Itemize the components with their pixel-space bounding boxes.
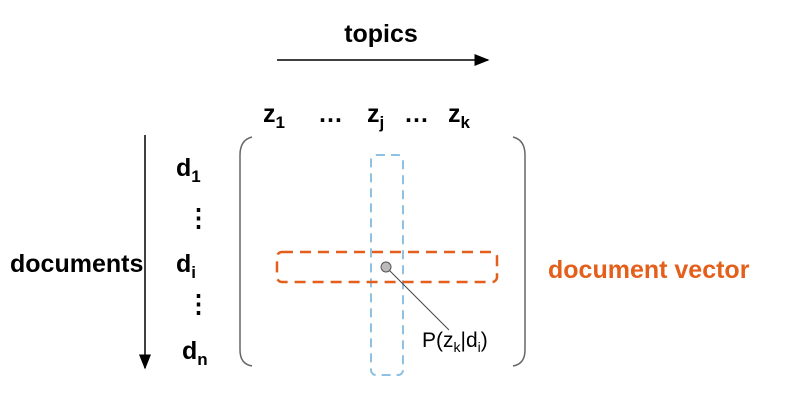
svg-text:…: … bbox=[318, 100, 343, 128]
right-bracket bbox=[512, 136, 526, 367]
svg-text:d1: d1 bbox=[176, 154, 201, 186]
matrix-entry-dot bbox=[380, 261, 392, 273]
probability-label: P(zk|di) bbox=[422, 329, 488, 355]
document-row-highlight bbox=[275, 250, 499, 284]
left-bracket bbox=[239, 136, 253, 367]
row-labels: d1 ⋮ documents di ⋮ dn bbox=[10, 154, 211, 369]
topics-label: topics bbox=[344, 20, 418, 48]
topic-column-highlight bbox=[370, 154, 404, 376]
svg-text:dn: dn bbox=[182, 337, 208, 369]
svg-text:zk: zk bbox=[448, 100, 471, 132]
svg-text:zj: zj bbox=[367, 100, 384, 132]
svg-text:z1: z1 bbox=[263, 100, 285, 132]
pointer-line bbox=[385, 266, 450, 331]
svg-text:⋮: ⋮ bbox=[186, 290, 211, 318]
documents-label: documents bbox=[10, 250, 143, 278]
svg-text:di: di bbox=[176, 250, 196, 282]
svg-text:…: … bbox=[404, 100, 429, 128]
column-labels: z1 … zj … zk bbox=[263, 100, 471, 132]
svg-text:⋮: ⋮ bbox=[186, 204, 211, 232]
document-vector-label: document vector bbox=[548, 256, 750, 284]
